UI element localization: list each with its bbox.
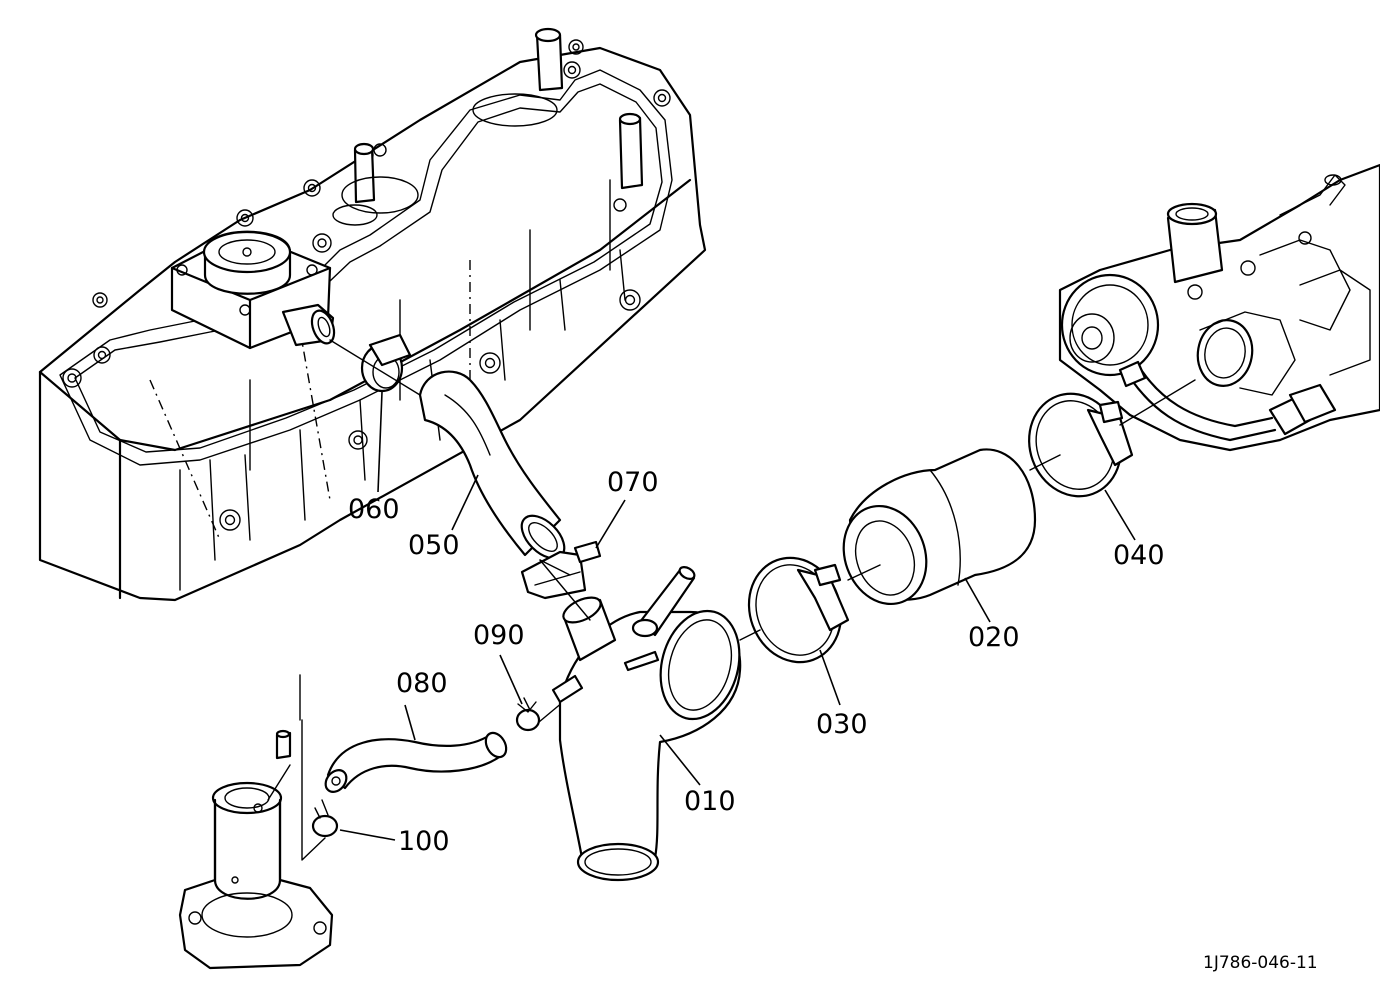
callout-050: 050 [408,530,460,561]
callout-090: 090 [473,620,525,651]
cylinder-head [38,27,707,602]
thermostat-fitting-part [178,674,334,970]
leader-lines [339,391,1136,841]
band-clip-part [520,540,602,600]
callout-040: 040 [1113,540,1165,571]
callout-020: 020 [968,622,1020,653]
turbocharger [1058,163,1380,452]
callout-080: 080 [396,668,448,699]
callout-060: 060 [348,494,400,525]
hose-clamp-030-part [747,556,850,664]
small-hose-part [311,731,508,838]
assembly-centerlines [329,339,1196,641]
upper-hose-part [418,370,566,560]
water-flange-pipe-part [551,566,742,882]
hose-020-part [842,448,1037,606]
callout-030: 030 [816,709,868,740]
callout-100: 100 [398,826,450,857]
document-id: 1J786-046-11 [1203,953,1318,973]
upper-hose-clamp-part [360,333,412,393]
callout-labels: 060 050 070 090 080 100 010 030 020 040 [348,467,1165,857]
callout-010: 010 [684,786,736,817]
callout-070: 070 [607,467,659,498]
